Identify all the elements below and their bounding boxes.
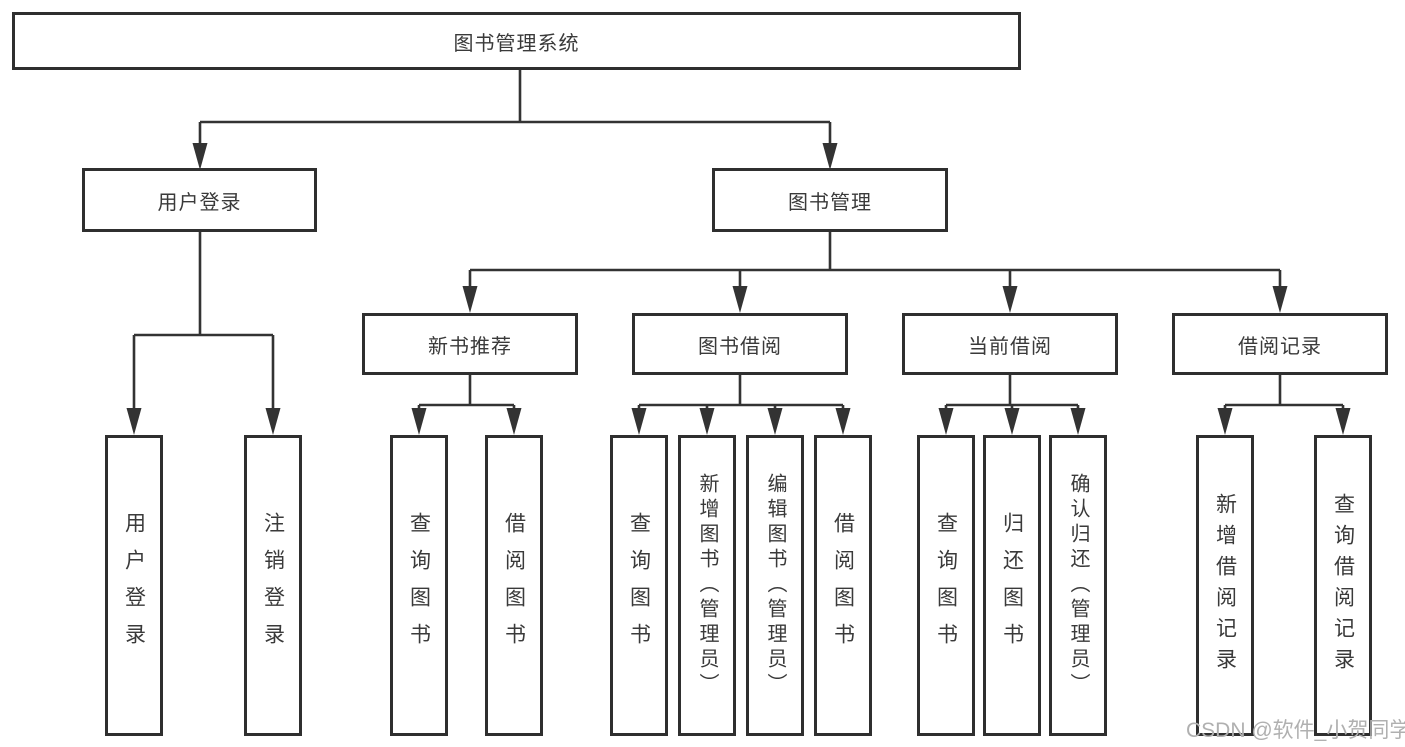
arrowhead <box>938 408 954 435</box>
arrowhead <box>411 408 427 435</box>
leaf-query-books-current: 查询图书 <box>917 435 975 736</box>
arrowhead <box>192 143 208 170</box>
connector-book-management <box>468 232 1282 290</box>
node-book-borrowing: 图书借阅 <box>632 313 848 375</box>
arrowhead <box>462 286 478 313</box>
leaf-borrow-books-recommend: 借阅图书 <box>485 435 543 736</box>
arrowhead <box>835 408 851 435</box>
node-current-borrowing: 当前借阅 <box>902 313 1118 375</box>
arrowhead <box>1335 408 1351 435</box>
arrowhead <box>126 408 142 435</box>
arrowhead <box>1217 408 1233 435</box>
node-label: 借阅图书 <box>502 511 526 660</box>
node-label: 查询借阅记录 <box>1331 492 1355 679</box>
node-label: 借阅图书 <box>831 511 855 660</box>
node-label: 图书管理系统 <box>453 32 580 55</box>
arrowhead <box>631 408 647 435</box>
node-label: 图书借阅 <box>698 335 782 358</box>
arrowhead <box>506 408 522 435</box>
arrowhead <box>1002 286 1018 313</box>
node-label: 用户登录 <box>122 511 146 660</box>
leaf-add-borrow-record: 新增借阅记录 <box>1196 435 1254 736</box>
leaf-edit-books-admin: 编辑图书（管理员） <box>746 435 804 736</box>
node-label: 编辑图书（管理员） <box>764 473 786 698</box>
node-label: 新书推荐 <box>428 335 512 358</box>
connector-user-login <box>132 232 275 410</box>
connector-book-borrowing <box>637 375 845 412</box>
leaf-confirm-return-admin: 确认归还（管理员） <box>1049 435 1107 736</box>
arrowhead <box>822 143 838 170</box>
leaf-query-borrow-record: 查询借阅记录 <box>1314 435 1372 736</box>
node-label: 当前借阅 <box>968 335 1052 358</box>
leaf-user-login: 用户登录 <box>105 435 163 736</box>
node-label: 新增图书（管理员） <box>696 473 718 698</box>
leaf-borrow-books-borrowing: 借阅图书 <box>814 435 872 736</box>
connector-new-book <box>417 375 516 412</box>
node-system-root: 图书管理系统 <box>12 12 1021 70</box>
leaf-add-books-admin: 新增图书（管理员） <box>678 435 736 736</box>
node-user-login: 用户登录 <box>82 168 317 232</box>
node-book-management: 图书管理 <box>712 168 948 232</box>
csdn-watermark: CSDN @软件_小贺同学 <box>1186 719 1405 742</box>
node-label: 借阅记录 <box>1238 335 1322 358</box>
node-new-book-recommendation: 新书推荐 <box>362 313 578 375</box>
node-label: 新增借阅记录 <box>1213 492 1237 679</box>
arrowhead <box>699 408 715 435</box>
arrowhead <box>767 408 783 435</box>
arrowhead <box>1004 408 1020 435</box>
arrowhead <box>265 408 281 435</box>
node-label: 查询图书 <box>934 511 958 660</box>
node-label: 用户登录 <box>157 191 242 214</box>
leaf-query-books-borrowing: 查询图书 <box>610 435 668 736</box>
connector-root-to-level2 <box>198 70 832 146</box>
node-label: 图书管理 <box>788 191 872 214</box>
leaf-return-books: 归还图书 <box>983 435 1041 736</box>
leaf-query-books-recommend: 查询图书 <box>390 435 448 736</box>
node-label: 归还图书 <box>1000 511 1024 660</box>
arrowhead <box>1272 286 1288 313</box>
connector-borrowing-records <box>1223 375 1345 412</box>
leaf-logout: 注销登录 <box>244 435 302 736</box>
node-label: 查询图书 <box>407 511 431 660</box>
node-label: 注销登录 <box>261 511 285 660</box>
arrowhead <box>1070 408 1086 435</box>
connector-current-borrowing <box>944 375 1080 412</box>
node-label: 查询图书 <box>627 511 651 660</box>
arrowhead <box>732 286 748 313</box>
node-label: 确认归还（管理员） <box>1067 473 1089 698</box>
node-borrowing-records: 借阅记录 <box>1172 313 1388 375</box>
